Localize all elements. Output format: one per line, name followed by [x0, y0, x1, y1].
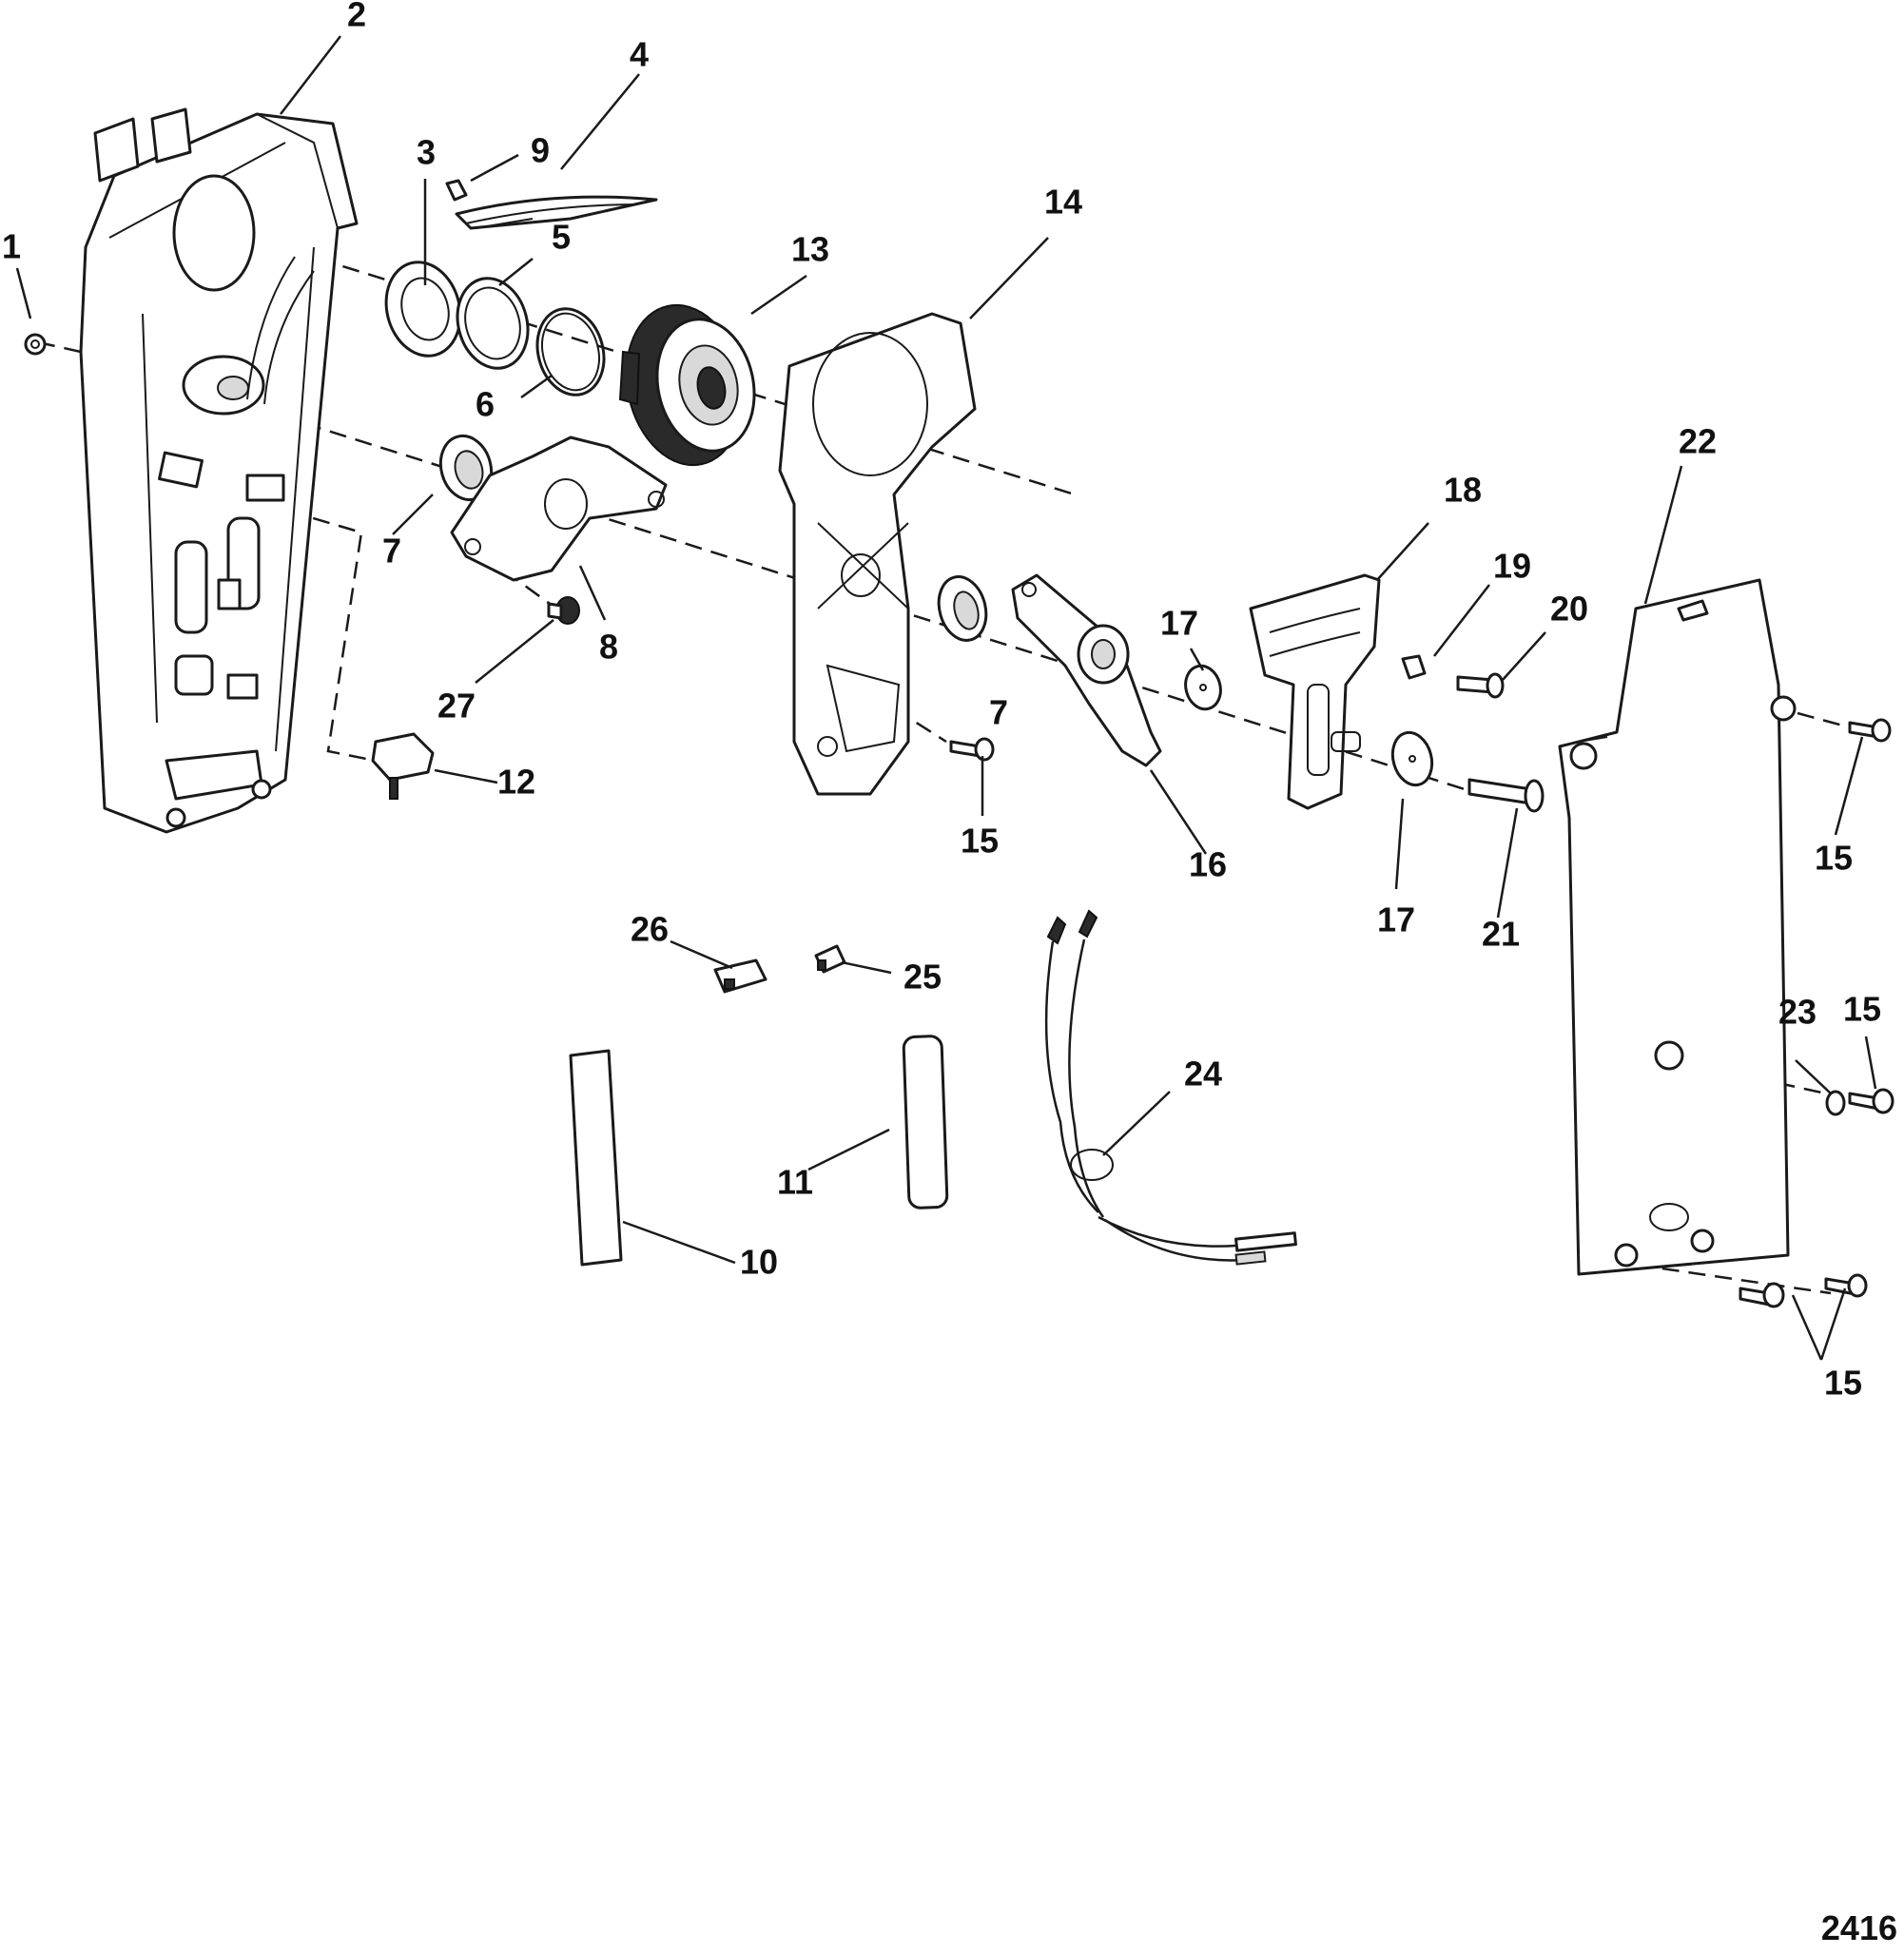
- callout-26: 26: [631, 910, 669, 949]
- callout-16: 16: [1189, 845, 1227, 884]
- callout-8: 8: [599, 628, 618, 667]
- callout-3: 3: [417, 133, 436, 172]
- washer-part-17-lower: [1390, 730, 1434, 787]
- callout-1: 1: [2, 227, 21, 266]
- callout-23: 23: [1778, 993, 1817, 1032]
- detent-plate-part: [384, 261, 462, 358]
- wire-harness-part: [1044, 909, 1297, 1266]
- bushing-part-7-lower: [937, 575, 988, 642]
- callout-15-mid: 15: [961, 822, 999, 861]
- pin-part: [1467, 778, 1545, 813]
- callout-4: 4: [630, 35, 649, 74]
- label-strip-part-10: [569, 1049, 623, 1267]
- callout-25: 25: [903, 958, 942, 997]
- callout-7-lower: 7: [989, 693, 1008, 732]
- callout-10: 10: [740, 1243, 778, 1282]
- screw-part-15-upper-right: [1848, 718, 1892, 743]
- housing-part: [79, 107, 359, 834]
- label-strip-part-11: [902, 1035, 949, 1210]
- callout-20: 20: [1550, 590, 1588, 629]
- callout-24: 24: [1184, 1055, 1222, 1094]
- callout-27: 27: [437, 687, 476, 726]
- callout-numbers: 1 2 3 4 5 6 7 8 9 10 11 12 13 14 7 15 16…: [2, 0, 1881, 1403]
- callout-15-upper-right: 15: [1815, 839, 1853, 878]
- washer-part-23: [1825, 1090, 1846, 1116]
- screw-part-15-bottom-a: [1739, 1282, 1785, 1308]
- spring-strips-part: [455, 195, 658, 230]
- callout-2: 2: [347, 0, 366, 34]
- retaining-ring-part: [535, 307, 606, 397]
- lever-plate-part: [450, 436, 668, 582]
- callout-9: 9: [531, 131, 550, 170]
- mid-bracket-part: [778, 312, 977, 796]
- washer-part-17-upper: [1184, 664, 1222, 711]
- gear-hub-part: [618, 303, 756, 467]
- clip-part-26: [713, 958, 767, 994]
- callout-19: 19: [1493, 547, 1531, 586]
- bushing-part-19: [1401, 654, 1427, 680]
- callout-17-lower: 17: [1377, 900, 1415, 939]
- callout-5: 5: [552, 218, 571, 257]
- screw-part-15-mid-right: [1848, 1088, 1894, 1114]
- callout-14: 14: [1044, 183, 1082, 222]
- screw-part-15-bottom-b: [1824, 1273, 1868, 1298]
- arm-part: [1011, 573, 1162, 767]
- screw-part-27: [547, 596, 580, 625]
- callout-6: 6: [476, 385, 495, 424]
- figure-number: 2416: [1821, 1908, 1897, 1947]
- callout-13: 13: [791, 230, 829, 269]
- leader-lines: [15, 35, 1877, 1361]
- connector-part: [814, 944, 846, 974]
- callout-21: 21: [1482, 915, 1520, 954]
- cover-plate-part: [1558, 578, 1797, 1276]
- callout-15-mid-right: 15: [1843, 990, 1881, 1029]
- nut-part: [24, 333, 47, 356]
- bracket-part-18: [1249, 573, 1381, 810]
- callout-22: 22: [1679, 422, 1717, 461]
- callout-7-upper: 7: [382, 532, 401, 571]
- callout-15-bottom: 15: [1824, 1364, 1862, 1403]
- callout-12: 12: [497, 763, 535, 802]
- callout-11: 11: [777, 1163, 813, 1202]
- switch-part: [371, 732, 435, 800]
- bushing-part-9: [445, 179, 468, 202]
- callout-18: 18: [1444, 471, 1482, 510]
- screw-part-15-mid: [949, 737, 995, 762]
- washer-part-5: [456, 277, 530, 370]
- screw-part-20: [1456, 672, 1505, 699]
- callout-17-upper: 17: [1160, 604, 1198, 643]
